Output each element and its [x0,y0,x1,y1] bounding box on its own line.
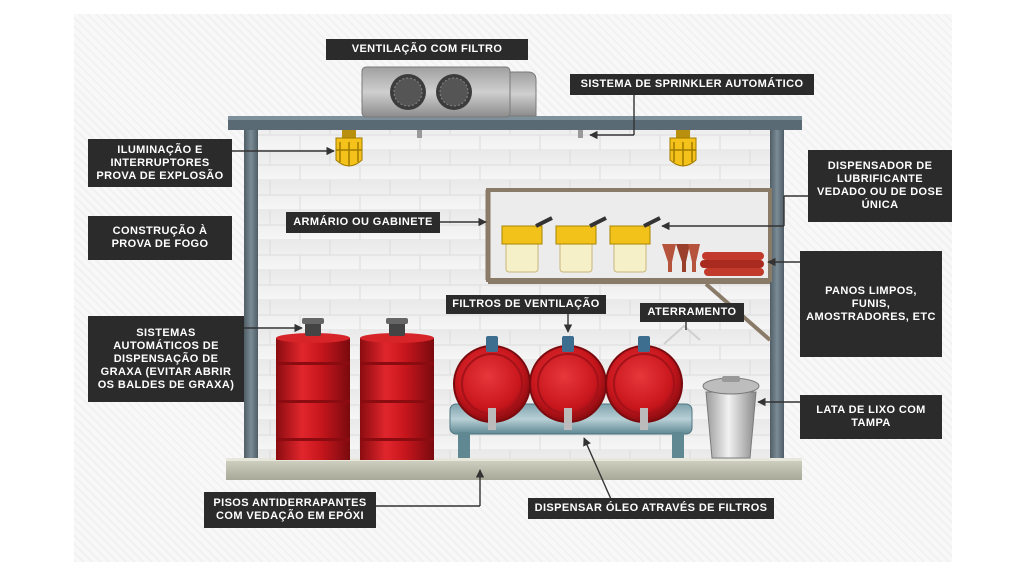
floors-label: PISOS ANTIDERRAPANTES COM VEDAÇÃO EM EPÓ… [204,492,376,528]
rags-label: PANOS LIMPOS, FUNIS, AMOSTRADORES, ETC [800,251,942,357]
ventilation-unit [361,66,537,118]
sprinkler-heads [417,130,583,138]
explosion-proof-lamp-left [335,130,363,167]
epoxy-floor [226,458,802,480]
funnels [662,244,700,272]
oil-drum-3 [605,336,683,430]
clean-rags [700,252,764,276]
explosion-proof-lamp-right [669,130,697,167]
vent-filters-label: FILTROS DE VENTILAÇÃO [446,295,606,314]
pointer-oil [583,437,615,507]
fireproof-label: CONSTRUÇÃO À PROVA DE FOGO [88,216,232,260]
grease-drum-left [276,318,350,460]
trash-label: LATA DE LIXO COM TAMPA [800,395,942,439]
left-column [244,130,258,458]
lubricant-jugs [501,216,661,273]
right-column [770,130,784,458]
grease-label: SISTEMAS AUTOMÁTICOS DE DISPENSAÇÃO DE G… [88,316,244,402]
lighting-label: ILUMINAÇÃO E INTERRUPTORES PROVA DE EXPL… [88,139,232,187]
grease-drum-right [360,318,434,460]
grounding-wire [663,324,701,345]
oil-label: DISPENSAR ÓLEO ATRAVÉS DE FILTROS [528,498,774,519]
grounding-label: ATERRAMENTO [640,303,744,322]
ventilation-label: VENTILAÇÃO COM FILTRO [326,39,528,60]
cabinet-label: ARMÁRIO OU GABINETE [286,212,440,233]
sprinkler-label: SISTEMA DE SPRINKLER AUTOMÁTICO [570,74,814,95]
lubricant-label: DISPENSADOR DE LUBRIFICANTE VEDADO OU DE… [808,150,952,222]
trash-can [702,376,760,459]
